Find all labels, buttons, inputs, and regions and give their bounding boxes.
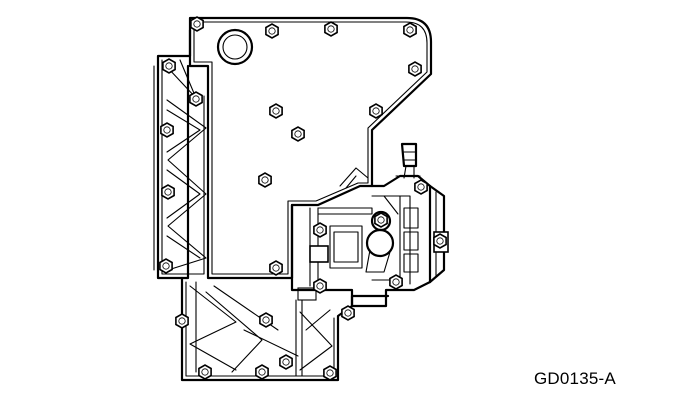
bolt-head-icon [374,212,388,228]
bolt-head-icon [324,21,338,37]
bolt-washer [258,368,266,376]
bolt-head-icon [341,305,355,321]
bolt-head-icon [189,91,203,107]
bolt-head-icon [161,184,175,200]
bolt-head-icon [198,364,212,380]
bolt-head-icon [162,58,176,74]
bolt-head-icon [160,122,174,138]
bolt-washer [344,309,352,317]
bolt-head-icon [159,258,173,274]
bolt-washer [436,237,444,245]
bolt-head-icon [175,313,189,329]
bolt-head-icon [190,16,204,32]
bolt-washer [192,95,200,103]
bolt-washer [294,130,302,138]
bolt-head-icon [291,126,305,142]
bolt-head-icon [414,179,428,195]
bolt-head-icon [323,365,337,381]
bolt-heads [159,16,447,381]
bolt-washer [163,126,171,134]
bolt-washer [162,262,170,270]
bolt-head-icon [369,103,383,119]
bolt-washer [165,62,173,70]
separator-plate [188,16,433,280]
bolt-head-icon [313,278,327,294]
bolt-head-icon [269,103,283,119]
bolt-head-icon [259,312,273,328]
bolt-washer [316,226,324,234]
bolt-washer [261,176,269,184]
bolt-washer [282,358,290,366]
bolt-washer [272,264,280,272]
bolt-washer [417,183,425,191]
bolt-washer [377,216,385,224]
left-ribbed-frame [153,28,207,280]
bolt-washer [327,25,335,33]
bolt-washer [392,278,400,286]
bolt-head-icon [313,222,327,238]
bolt-washer [316,282,324,290]
large-port-circle [216,28,254,66]
bolt-head-icon [258,172,272,188]
bolt-head-icon [403,22,417,38]
top-connector-plug [395,142,421,179]
bolt-washer [178,317,186,325]
bolt-head-icon [269,260,283,276]
bolt-washer [193,20,201,28]
bolt-washer [406,26,414,34]
bolt-head-icon [279,354,293,370]
bolt-head-icon [433,233,447,249]
bolt-washer [201,368,209,376]
bolt-head-icon [265,23,279,39]
figure-id-label: GD0135-A [534,369,616,388]
bolt-washer [326,369,334,377]
valve-housing [290,167,432,308]
bolt-head-icon [389,274,403,290]
bolt-head-icon [408,61,422,77]
bolt-washer [272,107,280,115]
bolt-washer [411,65,419,73]
bolt-washer [268,27,276,35]
bolt-washer [262,316,270,324]
bolt-head-icon [255,364,269,380]
bolt-washer [164,188,172,196]
bolt-washer [372,107,380,115]
